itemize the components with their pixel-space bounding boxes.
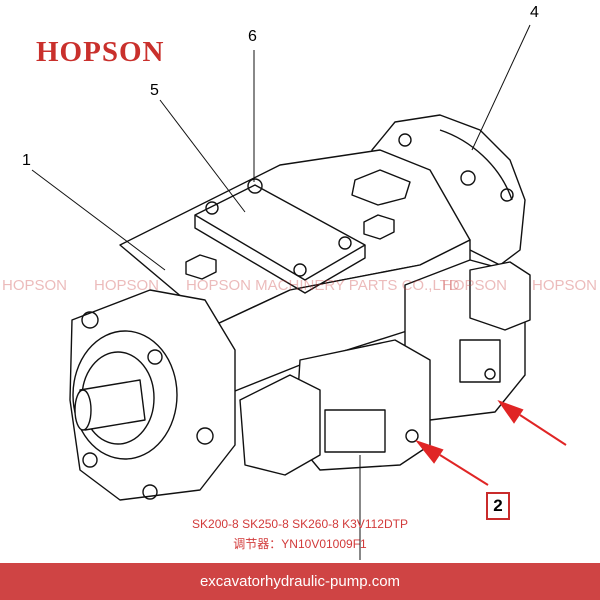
solenoid-port-hole <box>405 429 419 443</box>
flange-bolt <box>82 452 98 468</box>
arrow-head <box>497 399 524 424</box>
regulator-port <box>459 339 501 383</box>
shaft-end <box>74 389 92 431</box>
cover-bolt <box>338 236 352 250</box>
arrow-line <box>519 414 567 446</box>
hex-plug <box>185 254 217 280</box>
cover-bolt <box>205 201 219 215</box>
port-flange <box>351 169 411 206</box>
rear-flange-bolt <box>398 133 412 147</box>
watermark-text: HOPSON <box>532 277 598 294</box>
flange-bolt <box>147 349 163 365</box>
footer-site-banner: excavatorhydraulic-pump.com <box>0 563 600 600</box>
callout-5: 5 <box>150 82 159 99</box>
cover-bolt <box>293 263 307 277</box>
arrow-head <box>415 439 444 464</box>
flange-bolt <box>142 484 158 500</box>
callout-1: 1 <box>22 152 31 169</box>
callout-4: 4 <box>530 4 539 21</box>
flange-bolt <box>196 427 214 445</box>
watermark-text: HOPSON <box>2 277 68 294</box>
cover-bolt <box>247 178 263 194</box>
hex-plug <box>363 214 395 240</box>
rear-flange-ring <box>439 129 513 201</box>
leader-4 <box>471 24 531 151</box>
solenoid-body <box>324 409 386 453</box>
brand-logo: HOPSON <box>36 36 165 68</box>
regulator-caption: 调节器：YN10V01009F1 <box>233 537 367 551</box>
arrow-line <box>439 454 489 486</box>
watermark-text: HOPSON <box>94 277 160 294</box>
watermark-text: HOPSON <box>442 277 508 294</box>
model-caption: SK200-8 SK250-8 SK260-8 K3V112DTP <box>192 517 408 531</box>
flange-bolt <box>81 311 99 329</box>
callout-6: 6 <box>248 28 257 45</box>
cover-plate-edge <box>194 215 366 294</box>
regulator-port-hole <box>484 368 496 380</box>
valve-assembly <box>239 374 321 476</box>
rear-flange-bolt <box>460 170 476 186</box>
watermark-text: HOPSON MACHINERY PARTS CO.,LTD <box>186 277 460 294</box>
pipe-fitting <box>469 261 531 331</box>
leader-5 <box>159 99 246 213</box>
leader-1 <box>31 169 166 271</box>
callout-2-boxed: 2 <box>486 492 510 520</box>
watermark-strip: HOPSON HOPSON HOPSON MACHINERY PARTS CO.… <box>0 277 600 299</box>
